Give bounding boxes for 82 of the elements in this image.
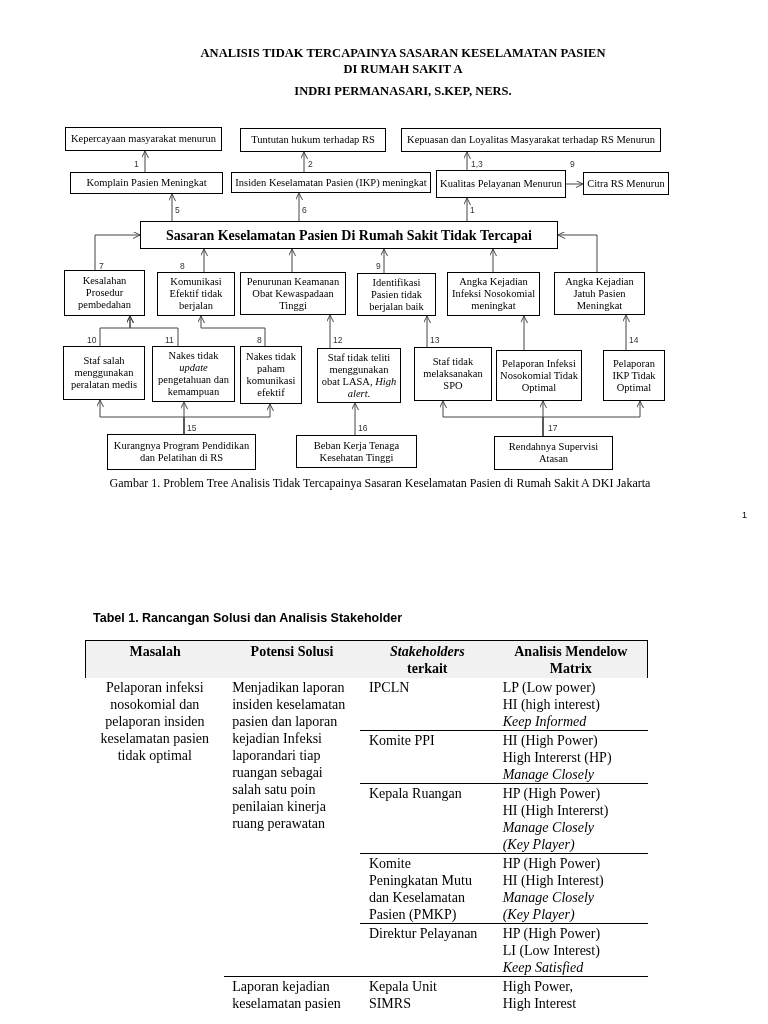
column-header: Masalah — [85, 640, 225, 678]
matrix-entry: High Interest — [502, 995, 578, 1012]
column-header: Potensi Solusi — [224, 640, 360, 678]
stakeholder-name: Kepala Unit SIMRS — [368, 978, 438, 1012]
edge-label: 1 — [470, 205, 475, 215]
edge-label: 1 — [134, 159, 139, 169]
matrix-entry: (Key Player) — [502, 906, 576, 923]
figure-caption: Gambar 1. Problem Tree Analisis Tidak Tercapainya Sasaran Keselamatan Pasien di Rumah Sakit A DKI Jakarta — [108, 476, 652, 491]
sub-cause-box: Nakes tidak paham komunikasi efektif — [240, 346, 302, 404]
edge-label: 10 — [87, 335, 97, 345]
root-cause-box: Rendahnya Supervisi Atasan — [494, 436, 613, 470]
edge-label: 11 — [165, 335, 174, 345]
effect-box: Tuntutan hukum terhadap RS — [240, 128, 386, 152]
edge-label: 13 — [430, 335, 440, 345]
stakeholder-name: Komite Peningkatan Mutu dan Keselamatan Pasien (PMKP) — [368, 855, 473, 923]
cause-box: Angka Kejadian Jatuh Pasien Meningkat — [554, 272, 645, 315]
matrix-entry: HI (high interest) — [502, 696, 601, 713]
cause-box: Kesalahan Prosedur pembedahan — [64, 270, 145, 316]
effect-box: Kepuasan dan Loyalitas Masyarakat terhadap RS Menurun — [401, 128, 661, 152]
edge-label: 8 — [180, 261, 185, 271]
sub-cause-box: Staf tidak melaksanakan SPO — [414, 347, 492, 401]
matrix-entry: (Key Player) — [502, 836, 576, 853]
sub-cause-box: Pelaporan Infeksi Nosokomial Tidak Optimal — [496, 350, 582, 401]
stakeholder-name: Kepala Ruangan — [368, 785, 463, 802]
column-header: Stakeholders terkait — [359, 640, 495, 678]
effect-box: Kepercayaan masyarakat menurun — [65, 127, 222, 151]
solution-text: Menjadikan laporan insiden keselamatan pasien dan laporan kejadian Infeksi laporandari tiap ruangan sebagai salah satu poin penilaian kinerja ruang perawatan — [232, 679, 347, 832]
effect-box: Insiden Keselamatan Pasien (IKP) meningkat — [231, 172, 431, 193]
stakeholder-name: Direktur Pelayanan — [368, 925, 479, 942]
matrix-entry: High Power, — [502, 978, 574, 995]
edge-label: 7 — [99, 261, 104, 271]
stakeholder-name: IPCLN — [368, 679, 411, 696]
arrow — [542, 400, 644, 437]
matrix-entry: Manage Closely — [502, 889, 596, 906]
effect-box: Kualitas Pelayanan Menurun — [436, 170, 566, 198]
matrix-entry: HI (High Interest) — [502, 872, 605, 889]
core-problem-box: Sasaran Keselamatan Pasien Di Rumah Sakit Tidak Tercapai — [140, 221, 558, 249]
document-title: ANALISIS TIDAK TERCAPAINYA SASARAN KESELAMATAN PASIEN DI RUMAH SAKIT A — [199, 45, 607, 77]
matrix-entry: HP (High Power) — [502, 785, 602, 802]
arrow — [183, 403, 274, 435]
edge-label: 6 — [302, 205, 307, 215]
sub-cause-box: Pelaporan IKP Tidak Optimal — [603, 350, 665, 401]
edge-label: 2 — [308, 159, 313, 169]
table-title: Tabel 1. Rancangan Solusi dan Analisis Stakeholder — [93, 610, 403, 626]
cause-box: Penurunan Keamanan Obat Kewaspadaan Tinggi — [240, 272, 346, 315]
matrix-entry: Manage Closely — [502, 766, 596, 783]
matrix-entry: LP (Low power) — [502, 679, 597, 696]
sub-cause-box: Nakes tidak update pengetahuan dan kemampuan — [152, 346, 235, 402]
edge-label: 9 — [570, 159, 575, 169]
matrix-entry: Keep Informed — [502, 713, 588, 730]
edge-label: 16 — [358, 423, 368, 433]
sub-cause-box: Staf salah menggunakan peralatan medis — [63, 346, 145, 400]
problem-text: Pelaporan infeksi nosokomial dan pelaporan insiden keselamatan pasien tidak optimal — [99, 679, 211, 764]
stakeholder-name: Komite PPI — [368, 732, 436, 749]
matrix-entry: High Intererst (HP) — [502, 749, 613, 766]
matrix-entry: LI (Low Interest) — [502, 942, 601, 959]
edge-label: 1,3 — [471, 159, 483, 169]
solution-text: Laporan kejadian keselamatan pasien — [232, 978, 342, 1012]
edge-label: 17 — [548, 423, 558, 433]
sub-cause-box: Staf tidak teliti menggunakan obat LASA, High alert. — [317, 348, 401, 403]
effect-box: Komplain Pasien Meningkat — [70, 172, 223, 194]
matrix-entry: Keep Satisfied — [502, 959, 585, 976]
matrix-entry: HP (High Power) — [502, 925, 602, 942]
edge-label: 15 — [187, 423, 197, 433]
edge-label: 5 — [175, 205, 180, 215]
column-header: Analisis Mendelow Matrix — [494, 640, 648, 678]
root-cause-box: Kurangnya Program Pendidikan dan Pelatihan di RS — [107, 434, 256, 470]
matrix-entry: HI (High Intererst) — [502, 802, 610, 819]
matrix-entry: HP (High Power) — [502, 855, 602, 872]
edge-label: 14 — [629, 335, 639, 345]
cause-box: Komunikasi Efektif tidak berjalan — [157, 272, 235, 316]
edge-label: 9 — [376, 261, 381, 271]
cause-box: Identifikasi Pasien tidak berjalan baik — [357, 273, 436, 316]
author-name: INDRI PERMANASARI, S.KEP, NERS. — [293, 83, 513, 99]
matrix-entry: HI (High Power) — [502, 732, 599, 749]
root-cause-box: Beban Kerja Tenaga Kesehatan Tinggi — [296, 435, 417, 468]
matrix-entry: Manage Closely — [502, 819, 596, 836]
cause-box: Angka Kejadian Infeksi Nosokomial meningkat — [447, 272, 540, 316]
page-number: 1 — [742, 510, 747, 521]
edge-label: 8 — [257, 335, 262, 345]
edge-label: 12 — [333, 335, 343, 345]
effect-box: Citra RS Menurun — [583, 172, 669, 195]
